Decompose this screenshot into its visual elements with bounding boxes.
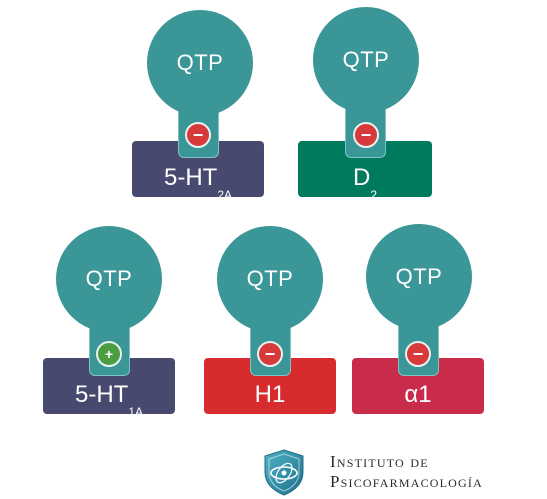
antagonist-icon: − [405, 341, 431, 367]
antagonist-icon: − [257, 341, 283, 367]
ligand-qtp: QTP [313, 7, 419, 113]
agonist-icon: + [96, 341, 122, 367]
ligand-qtp: QTP [366, 224, 472, 330]
receptor-label: H1 [254, 381, 286, 409]
ligand-qtp: QTP [217, 226, 323, 332]
antagonist-icon: − [185, 122, 211, 148]
ligand-qtp: QTP [56, 226, 162, 332]
receptor-label: 5-HT1A [74, 381, 144, 419]
receptor-label: 5-HT2A [163, 164, 233, 202]
institute-name-line1: Instituto de [330, 452, 429, 471]
receptor-label: D2 [352, 164, 378, 202]
institute-shield-logo-icon [264, 449, 304, 496]
institute-name-line2: Psicofarmacología [330, 472, 483, 491]
antagonist-icon: − [353, 122, 379, 148]
ligand-qtp: QTP [147, 10, 253, 116]
receptor-label: α1 [404, 381, 432, 409]
